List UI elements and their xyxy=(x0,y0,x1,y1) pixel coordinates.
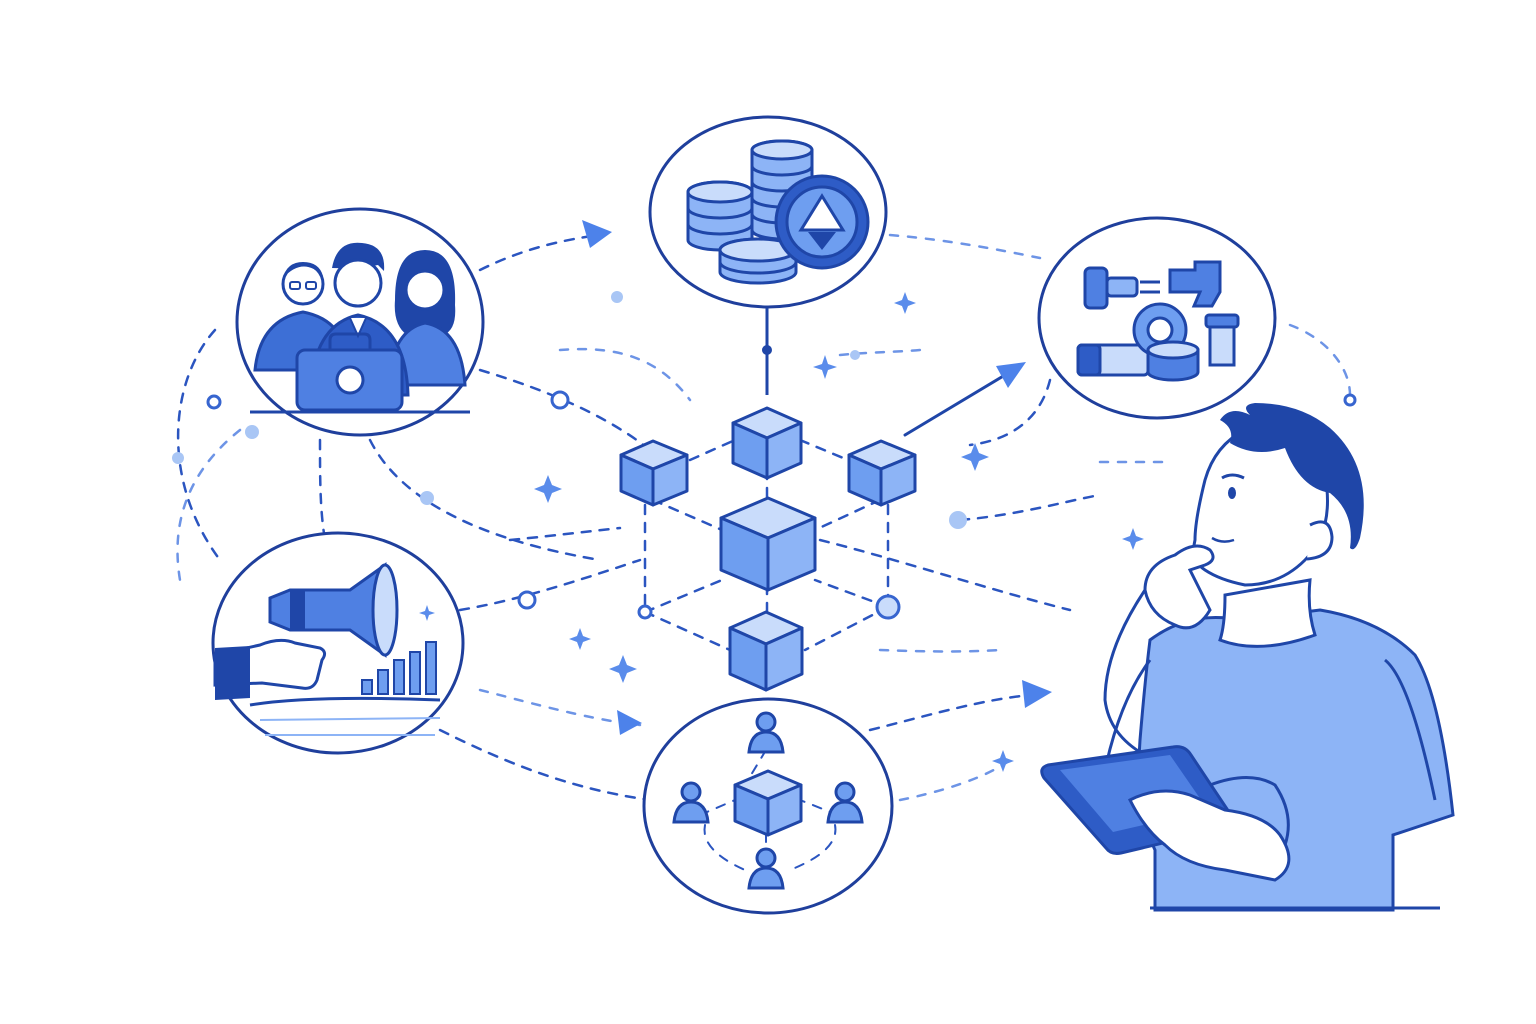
coins-bubble xyxy=(648,115,888,395)
blockchain-cubes-icon xyxy=(619,406,917,692)
megaphone-icon xyxy=(213,562,441,736)
megaphone-bubble xyxy=(211,531,465,755)
connector-lines xyxy=(176,220,1352,802)
tools-bubble xyxy=(1037,216,1277,420)
tools-icon xyxy=(1076,260,1240,382)
sparkles xyxy=(172,291,1357,772)
community-network-icon xyxy=(672,711,864,890)
thinking-person-icon xyxy=(1040,403,1455,912)
coins-token-icon xyxy=(686,139,870,285)
team-bubble xyxy=(235,207,485,437)
community-bubble xyxy=(642,697,894,915)
team-icon xyxy=(250,242,470,414)
